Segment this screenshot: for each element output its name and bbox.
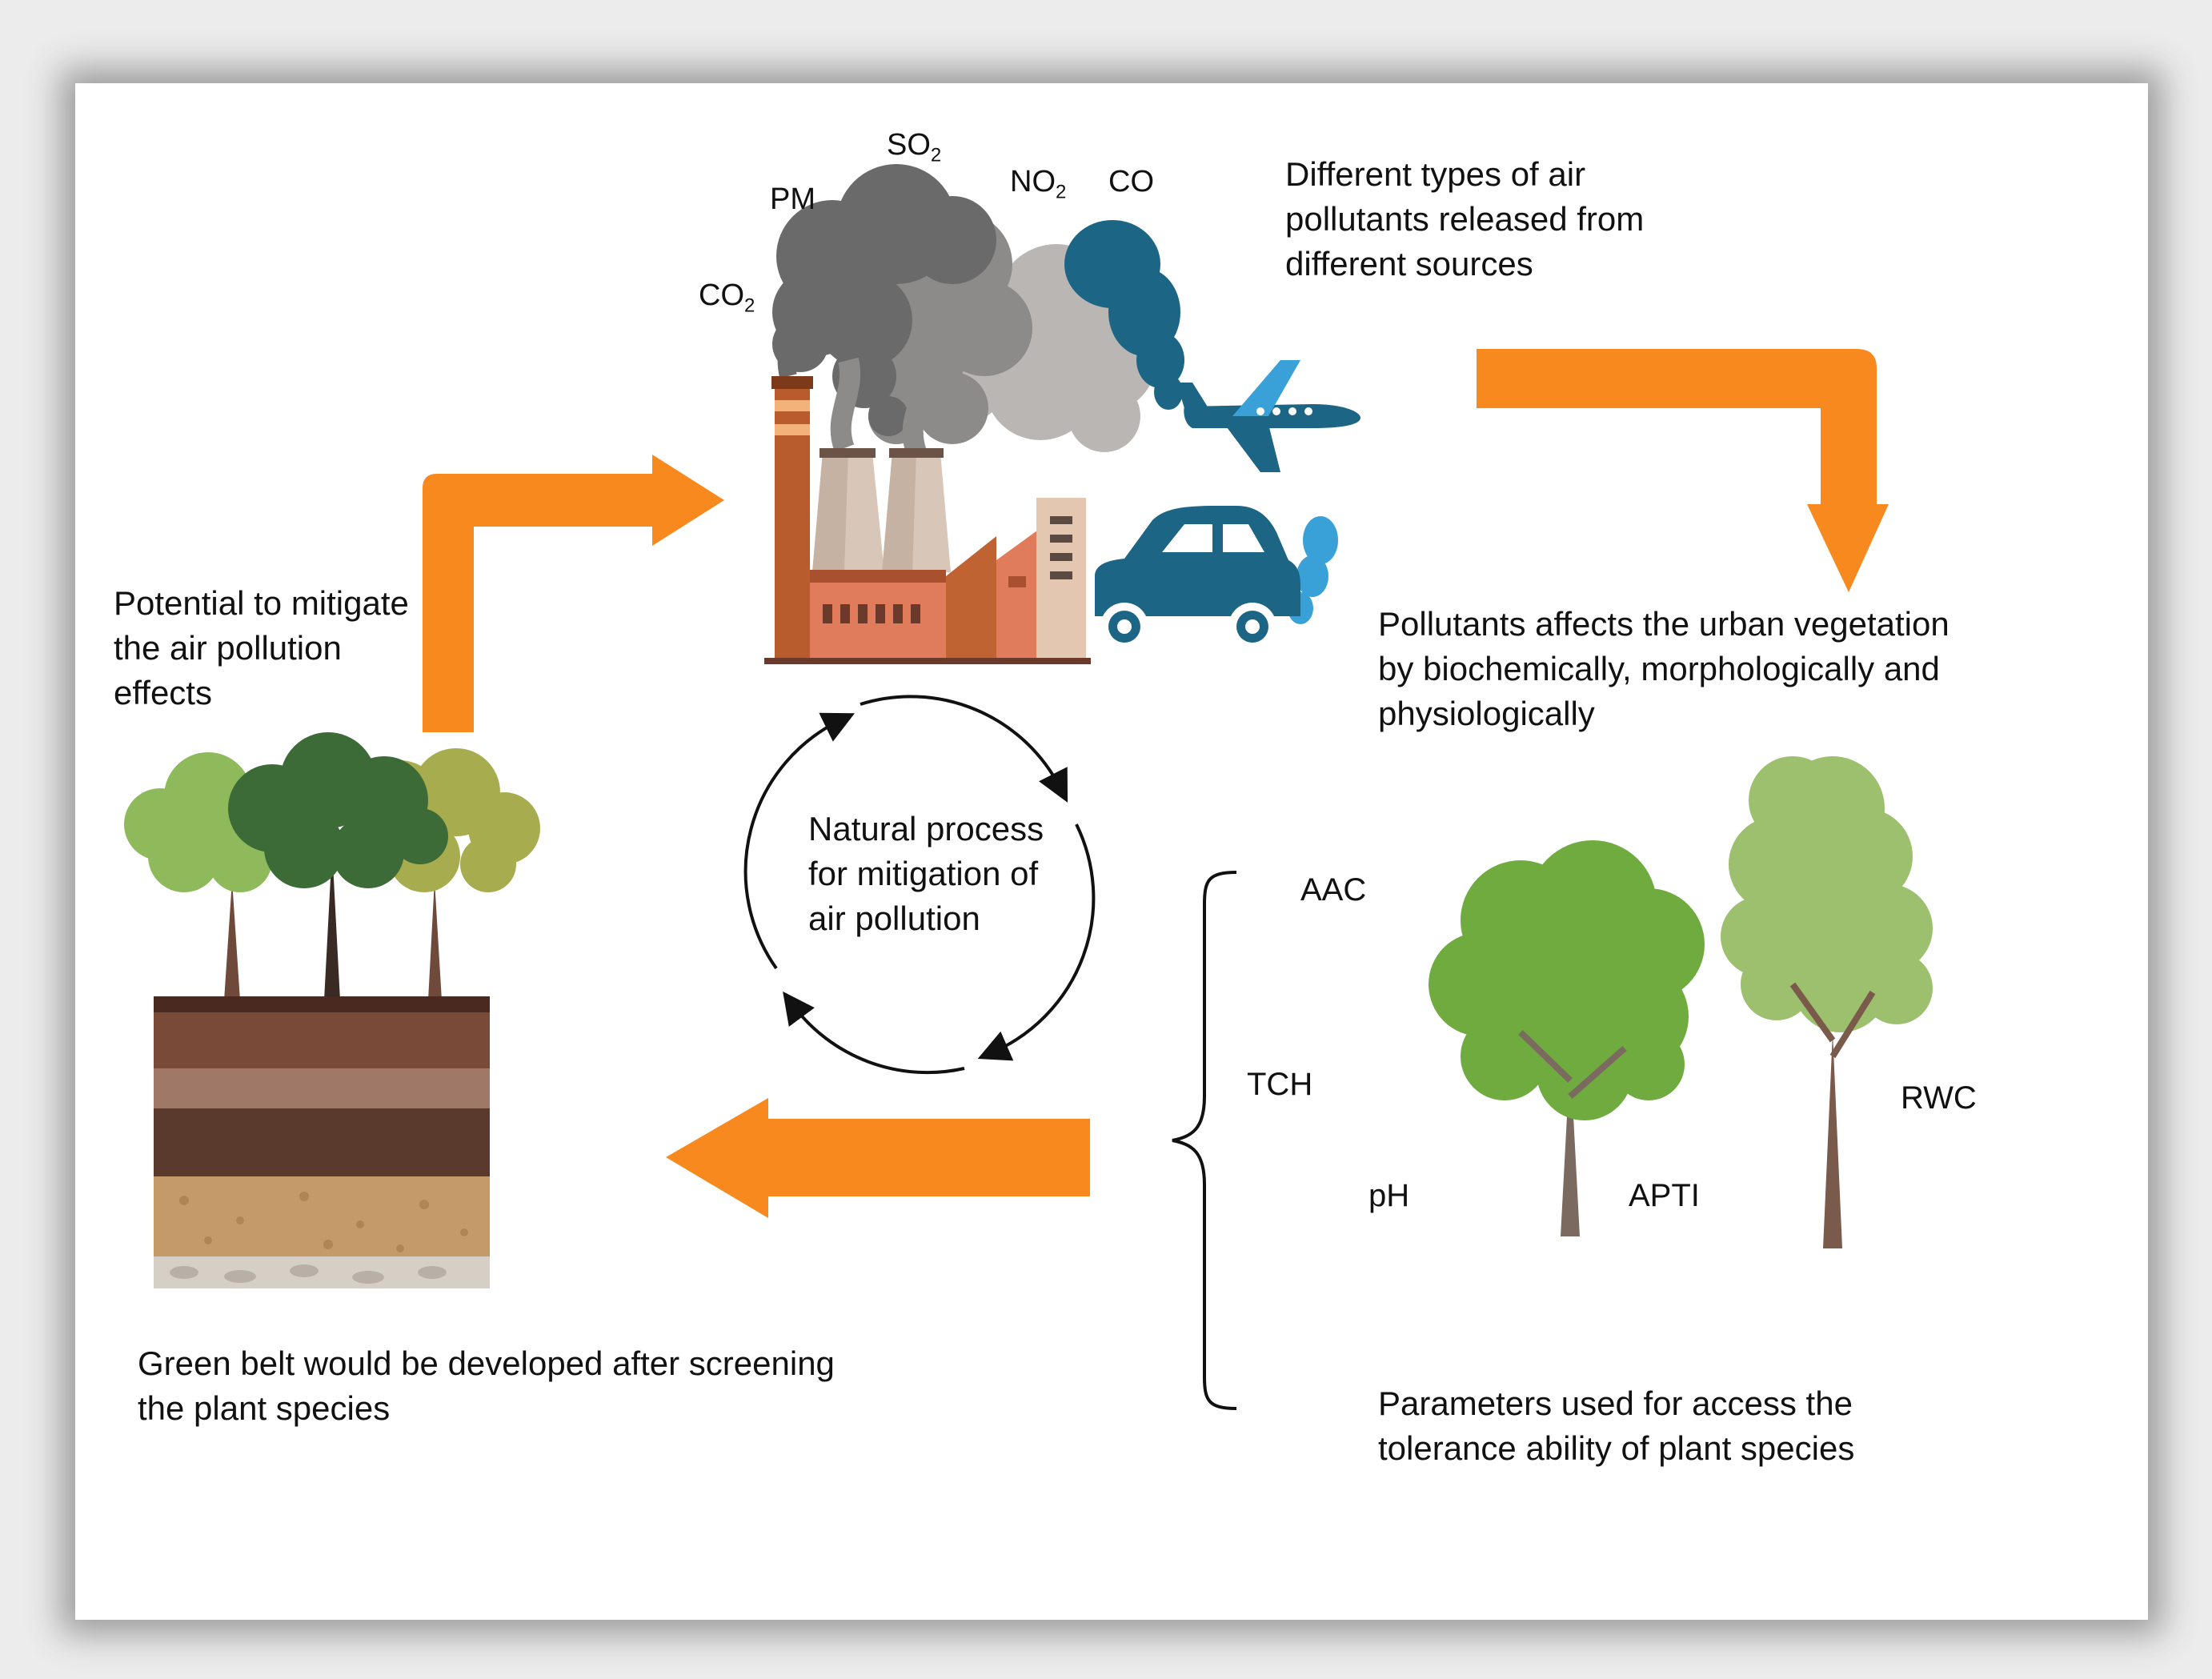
greenbelt-label: Green belt would be developed after scre… [138,1341,835,1431]
sources-line-1: Different types of air [1285,155,1586,193]
param-apti: APTI [1629,1178,1700,1213]
factory-icon [764,376,1091,664]
cycle-line-1: Natural process [808,810,1044,848]
cycle-line-2: for mitigation of [808,855,1039,892]
cycle-label: Natural process for mitigation of air po… [808,807,1044,941]
mitigate-line-2: the air pollution [114,629,342,667]
tree-icon [1429,756,1933,1248]
car-icon [1095,506,1338,651]
mitigate-line-1: Potential to mitigate [114,584,409,622]
soil-layers-icon [154,996,490,1288]
sources-label: Different types of air pollutants releas… [1285,152,1644,287]
greenbelt-line-2: the plant species [138,1389,391,1427]
pollutant-no2: NO2 [1010,165,1067,203]
affects-line-1: Pollutants affects the urban vegetation [1378,605,1950,643]
param-ph: pH [1368,1178,1410,1213]
smoke-cloud-icon [772,164,1184,456]
cycle-arrows-icon [743,695,1096,1075]
params-label: Parameters used for access the tolerance… [1378,1381,1854,1471]
sources-line-3: different sources [1285,245,1533,283]
params-line-1: Parameters used for access the [1378,1384,1853,1422]
cycle-line-3: air pollution [808,900,980,937]
affects-line-3: physiologically [1378,695,1595,732]
pollutant-co2: CO2 [699,278,755,317]
tree-icon [124,732,540,1000]
arrow-to-pollution [423,455,724,732]
flow-arrows [423,349,1889,1218]
brace-icon [1172,871,1237,1410]
affects-label: Pollutants affects the urban vegetation … [1378,602,1950,736]
mitigate-line-3: effects [114,674,212,711]
pollutant-pm: PM [770,182,815,216]
airplane-icon [1176,360,1360,472]
sources-line-2: pollutants released from [1285,200,1645,238]
greenbelt-line-1: Green belt would be developed after scre… [138,1344,835,1382]
arrow-to-vegetation [1477,349,1889,592]
param-aac: AAC [1300,872,1367,908]
arrow-to-greenbelt [666,1098,1090,1218]
pollutant-co: CO [1108,165,1154,198]
param-rwc: RWC [1901,1080,1977,1116]
mitigate-label: Potential to mitigate the air pollution … [114,581,409,715]
pollutant-so2: SO2 [887,128,942,166]
param-tch: TCH [1247,1067,1313,1102]
params-line-2: tolerance ability of plant species [1378,1429,1855,1467]
affects-line-2: by biochemically, morphologically and [1378,650,1940,687]
